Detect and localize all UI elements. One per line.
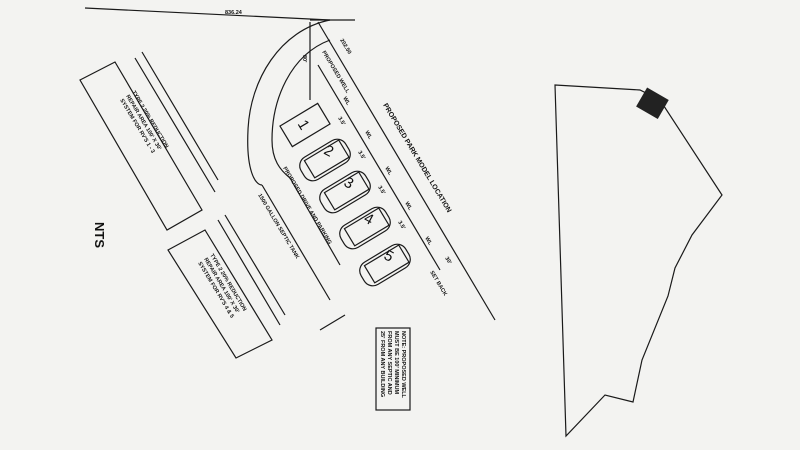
side-boundary-dimension: 202.50 bbox=[338, 38, 352, 56]
lot-4: 4 bbox=[339, 206, 391, 250]
lot-number: 2 bbox=[321, 142, 336, 161]
lot-spacing-dimension: 3.5' bbox=[336, 116, 346, 127]
septic-tank-label: 1500 GALLON SEPTIC TANK bbox=[256, 193, 300, 260]
setback-top-dimension: 80' bbox=[301, 55, 307, 63]
water-line bbox=[317, 64, 441, 271]
note-line1: NOTE: PROPOSED WELL bbox=[400, 331, 406, 399]
set-back-label: SET BACK bbox=[428, 270, 448, 297]
nts-label: NTS bbox=[92, 222, 107, 248]
lot-number: 4 bbox=[361, 210, 376, 229]
top-boundary-line bbox=[84, 7, 331, 21]
parcel-outline bbox=[554, 84, 723, 438]
lot-spacing-dimension: 3.5' bbox=[356, 150, 366, 161]
lot-5: 5 bbox=[359, 243, 411, 287]
drive-edge bbox=[261, 184, 331, 301]
septic-field-2: TYPE 2 20% REDUCTION REPAIR AREA 100' X … bbox=[167, 214, 286, 359]
note-line3: FROM ANY SEPTIC AND bbox=[386, 331, 392, 395]
drive-end bbox=[319, 314, 346, 331]
lot-number: 1 bbox=[294, 117, 313, 133]
lot-number: 3 bbox=[341, 174, 356, 193]
driveway-outer bbox=[247, 19, 331, 186]
proposed-well-label: PROPOSED WELL bbox=[320, 50, 350, 95]
drive-edge-inner bbox=[289, 177, 341, 266]
note-line2: MUST BE 100' MINIMUM bbox=[393, 331, 399, 394]
park-model-location-label: PROPOSED PARK MODEL LOCATION bbox=[381, 102, 452, 214]
lot-3: 3 bbox=[319, 170, 371, 214]
wl-marker: WL bbox=[363, 130, 373, 141]
drive-parking-label: PROPOSED DRIVE AND PARKING bbox=[281, 166, 332, 246]
lot-spacing-dimension: 3.5' bbox=[396, 220, 406, 231]
note-line4: 25' FROM ANY BUILDING bbox=[379, 331, 385, 397]
property-line bbox=[317, 21, 496, 321]
wl-marker: WL bbox=[383, 166, 393, 177]
wl-marker: WL bbox=[423, 236, 433, 247]
wl-marker: WL bbox=[403, 201, 413, 212]
top-boundary-dimension: 836.24 bbox=[225, 10, 243, 16]
lot-1: 1 bbox=[279, 102, 331, 148]
lot-number: 5 bbox=[381, 247, 396, 266]
setback-dimension: 30' bbox=[443, 256, 452, 266]
lot-spacing-dimension: 3.5' bbox=[376, 185, 386, 196]
wl-marker: WL bbox=[341, 96, 351, 107]
parcel-site-marker bbox=[636, 87, 669, 120]
note-box: NOTE: PROPOSED WELL MUST BE 100' MINIMUM… bbox=[375, 327, 411, 411]
driveway-inner bbox=[271, 39, 331, 179]
septic-field-1: TYPE 2 20% REDUCTION REPAIR AREA 100' X … bbox=[79, 51, 219, 231]
